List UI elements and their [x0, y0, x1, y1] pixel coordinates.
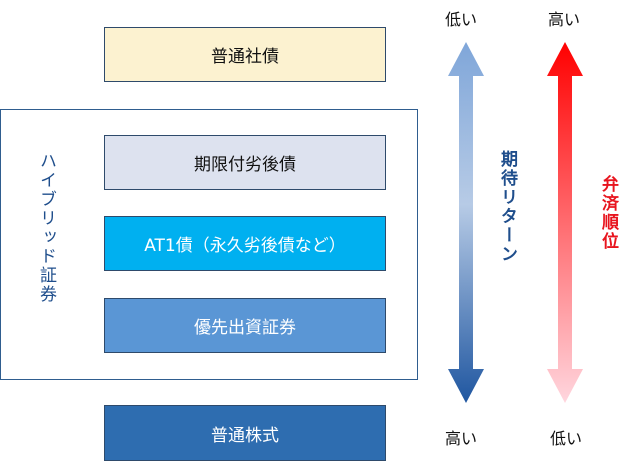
common-bond-box: 普通社債	[104, 27, 386, 82]
repayment-priority-bottom-label: 低い	[550, 429, 583, 448]
hybrid-securities-label: ハイブリッド証券	[36, 152, 56, 304]
expected-return-label: 期待リターン	[497, 150, 517, 264]
subordinated-bond-label: 期限付劣後債	[194, 155, 296, 175]
repayment-priority-label: 弁済順位	[598, 175, 618, 251]
preferred-securities-box: 優先出資証券	[104, 298, 386, 353]
expected-return-bottom-label: 高い	[445, 429, 478, 448]
repayment-priority-top-label: 高い	[548, 10, 581, 29]
common-bond-label: 普通社債	[211, 47, 279, 67]
common-stock-box: 普通株式	[104, 405, 386, 461]
expected-return-arrow	[448, 42, 484, 403]
expected-return-top-label: 低い	[445, 10, 478, 29]
hybrid-securities-frame	[0, 109, 418, 380]
repayment-priority-arrow	[547, 42, 583, 403]
subordinated-bond-box: 期限付劣後債	[104, 135, 386, 190]
preferred-securities-label: 優先出資証券	[194, 318, 296, 338]
common-stock-label: 普通株式	[211, 425, 279, 446]
at1-bond-label: AT1債（永久劣後債など）	[144, 236, 346, 256]
at1-bond-box: AT1債（永久劣後債など）	[104, 216, 386, 271]
